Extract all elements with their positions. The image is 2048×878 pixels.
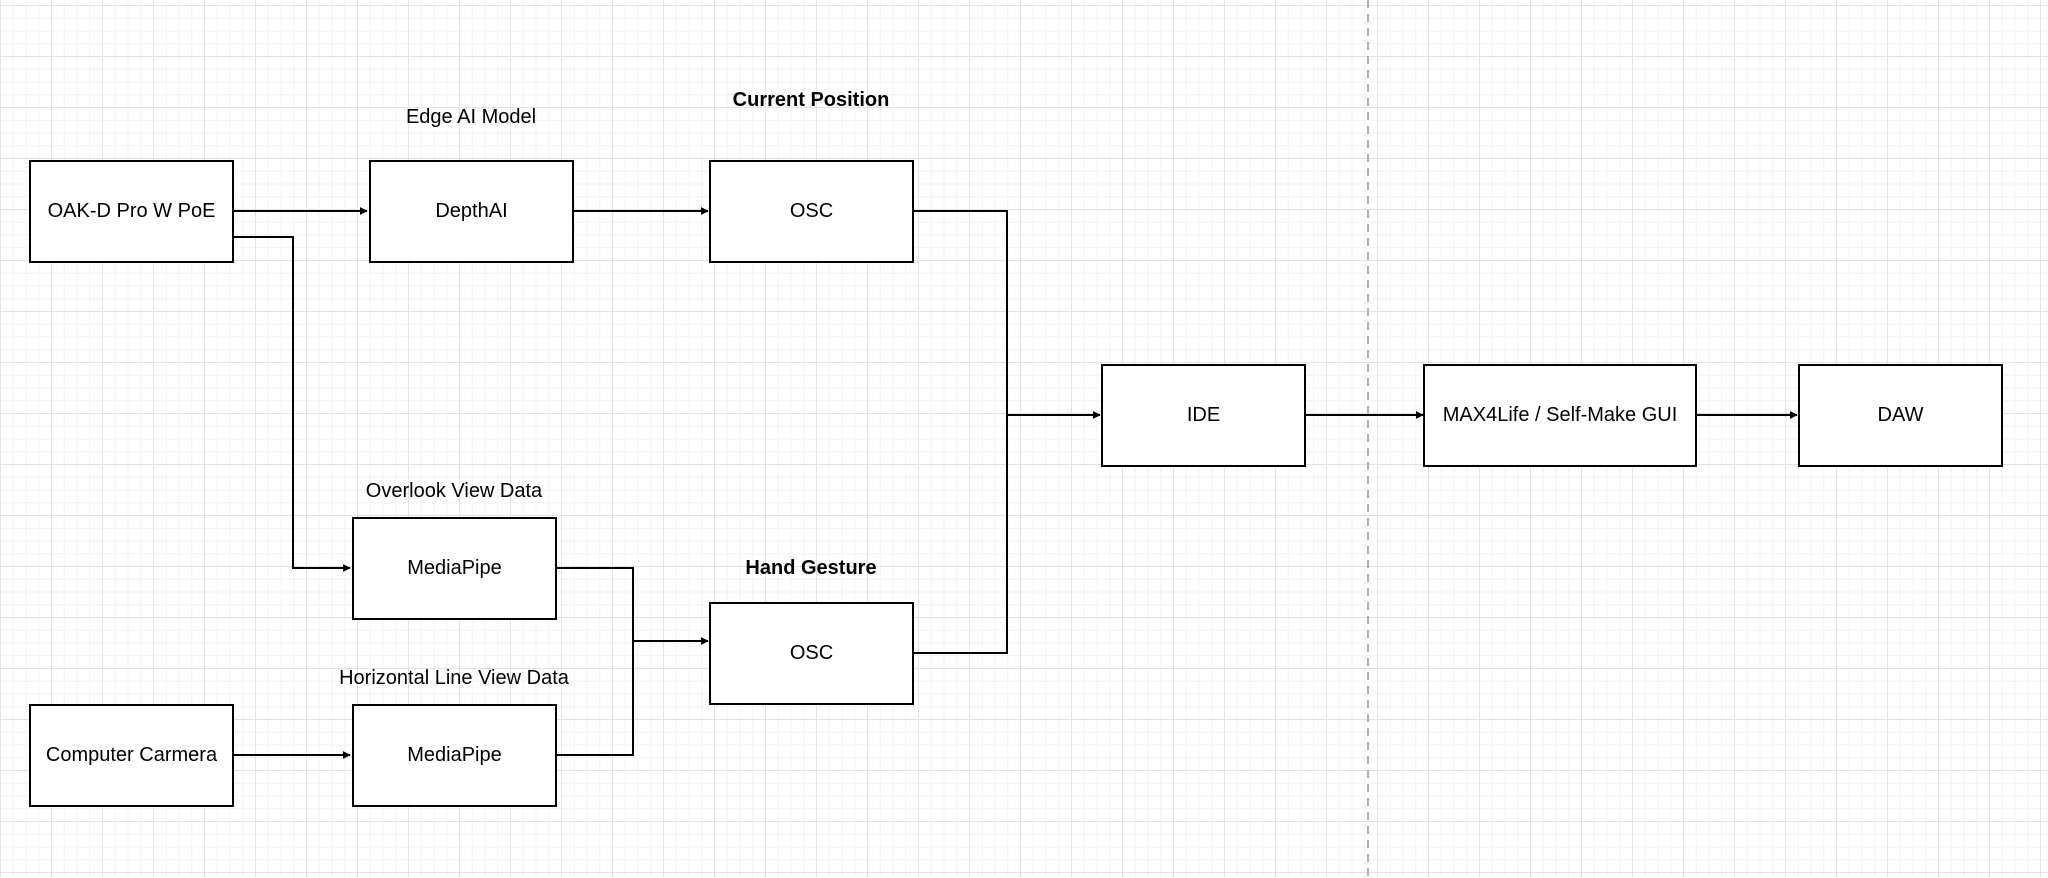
edge-mediapipe-top-to-osc-bottom[interactable] (556, 567, 709, 645)
oak-d-camera-node[interactable]: OAK-D Pro W PoE (29, 160, 234, 263)
overlook-view-data-label: Overlook View Data (365, 480, 543, 502)
edge-oak-to-mediapipe-top[interactable] (233, 236, 351, 572)
max4life-gui-node[interactable]: MAX4Life / Self-Make GUI (1423, 364, 1697, 467)
daw-node[interactable]: DAW (1798, 364, 2003, 467)
depthai-node[interactable]: DepthAI (369, 160, 574, 263)
edge-mediapipe-bottom-to-osc-bottom[interactable] (556, 641, 634, 756)
computer-camera-node[interactable]: Computer Carmera (29, 704, 234, 807)
hand-gesture-label: Hand Gesture (745, 557, 877, 579)
current-position-label: Current Position (732, 89, 890, 111)
edge-osc-top-to-ide[interactable] (913, 210, 1101, 419)
edge-ai-model-label: Edge AI Model (405, 106, 537, 128)
ide-node[interactable]: IDE (1101, 364, 1306, 467)
mediapipe-bottom-node[interactable]: MediaPipe (352, 704, 557, 807)
mediapipe-top-node[interactable]: MediaPipe (352, 517, 557, 620)
edge-osc-bottom-to-ide[interactable] (913, 415, 1008, 654)
osc-top-node[interactable]: OSC (709, 160, 914, 263)
osc-bottom-node[interactable]: OSC (709, 602, 914, 705)
horizontal-line-view-data-label: Horizontal Line View Data (339, 667, 569, 689)
